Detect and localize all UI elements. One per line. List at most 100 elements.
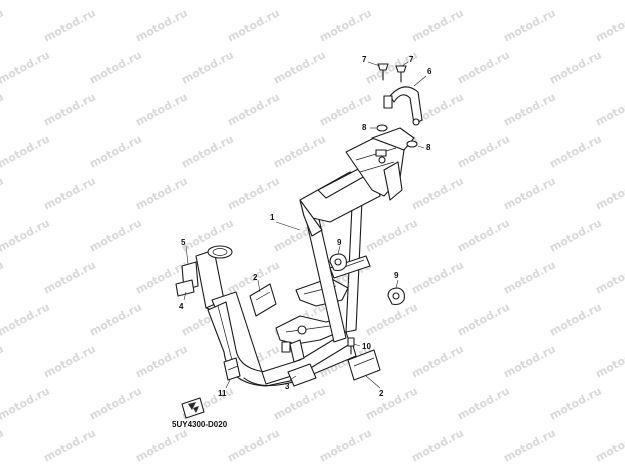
callout-11: 11 <box>218 389 227 398</box>
watermark-text: motod.ru <box>271 0 328 3</box>
watermark-text: motod.ru <box>593 426 625 464</box>
watermark-text: motod.ru <box>501 258 558 296</box>
watermark-text: motod.ru <box>0 300 52 338</box>
watermark-text: motod.ru <box>593 342 625 380</box>
watermark-text: motod.ru <box>133 426 190 464</box>
callout-4: 4 <box>179 302 184 311</box>
watermark-text: motod.ru <box>87 132 144 170</box>
watermark-text: motod.ru <box>41 342 98 380</box>
watermark-text: motod.ru <box>547 48 604 86</box>
watermark-text: motod.ru <box>271 132 328 170</box>
stay-11 <box>223 357 241 381</box>
watermark-text: motod.ru <box>0 90 6 128</box>
plate-3 <box>287 363 317 387</box>
callout-6: 6 <box>427 67 432 76</box>
watermark-text: motod.ru <box>501 426 558 464</box>
callout-9-right: 9 <box>394 271 399 280</box>
grab-bar <box>383 86 423 126</box>
watermark-text: motod.ru <box>501 6 558 44</box>
watermark-text: motod.ru <box>547 0 604 3</box>
watermark-text: motod.ru <box>0 174 6 212</box>
bolt-10 <box>347 337 355 355</box>
watermark-text: motod.ru <box>87 300 144 338</box>
watermark-text: motod.ru <box>593 258 625 296</box>
callout-1: 1 <box>270 213 275 222</box>
watermark-text: motod.ru <box>41 174 98 212</box>
watermark-text: motod.ru <box>179 132 236 170</box>
callouts: 1 2 2 3 4 5 6 7 7 8 8 9 9 10 11 <box>179 55 432 398</box>
watermark-text: motod.ru <box>363 0 420 3</box>
watermark-text: motod.ru <box>409 258 466 296</box>
watermark-text: motod.ru <box>317 426 374 464</box>
diagram-code: 5UY4300-D020 <box>172 420 228 429</box>
watermark-text: motod.ru <box>41 426 98 464</box>
pad-2-lower <box>347 349 381 381</box>
rear-upright-rails <box>303 199 371 343</box>
watermark-text: motod.ru <box>363 300 420 338</box>
rubber-dampers-8 <box>376 124 418 148</box>
watermark-text: motod.ru <box>455 48 512 86</box>
watermark-text: motod.ru <box>41 90 98 128</box>
watermark-text: motod.ru <box>409 342 466 380</box>
callout-7-right: 7 <box>409 55 414 64</box>
watermark-text: motod.ru <box>271 384 328 422</box>
callout-5: 5 <box>181 238 186 247</box>
watermark-text: motod.ru <box>547 132 604 170</box>
callout-8-left: 8 <box>362 123 367 132</box>
leader-lines <box>183 61 427 389</box>
pad-2-upper <box>249 283 277 317</box>
watermark-text: motod.ru <box>501 90 558 128</box>
watermark-text: motod.ru <box>593 6 625 44</box>
watermark-text: motod.ru <box>409 174 466 212</box>
watermark-text: motod.ru <box>501 342 558 380</box>
watermark-text: motod.ru <box>87 0 144 3</box>
callout-8-right: 8 <box>426 143 431 152</box>
watermark-text: motod.ru <box>593 174 625 212</box>
callout-3: 3 <box>285 382 290 391</box>
watermark-text: motod.ru <box>87 384 144 422</box>
watermark-text: motod.ru <box>455 216 512 254</box>
watermark-text: motod.ru <box>409 6 466 44</box>
watermark-text: motod.ru <box>409 426 466 464</box>
callout-2-upper: 2 <box>253 273 258 282</box>
watermark-text: motod.ru <box>0 6 6 44</box>
watermark-text: motod.ru <box>133 90 190 128</box>
watermark-text: motod.ru <box>133 6 190 44</box>
watermark-text: motod.ru <box>0 48 52 86</box>
watermark-text: motod.ru <box>455 132 512 170</box>
watermark-text: motod.ru <box>547 216 604 254</box>
callout-9-left: 9 <box>337 238 342 247</box>
mount-bushings-9 <box>329 253 405 306</box>
watermark-text: motod.ru <box>225 6 282 44</box>
watermark-text: motod.ru <box>0 132 52 170</box>
watermark-text: motod.ru <box>225 174 282 212</box>
watermark-text: motod.ru <box>317 6 374 44</box>
watermark-text: motod.ru <box>0 342 6 380</box>
watermark-text: motod.ru <box>87 216 144 254</box>
watermark-text: motod.ru <box>225 426 282 464</box>
watermark-text: motod.ru <box>0 258 6 296</box>
watermark-text: motod.ru <box>363 216 420 254</box>
cover-plates-4-5 <box>175 261 199 297</box>
watermark-text: motod.ru <box>179 0 236 3</box>
watermark-text: motod.ru <box>133 174 190 212</box>
watermark-text: motod.ru <box>455 300 512 338</box>
watermark-text: motod.ru <box>501 174 558 212</box>
watermark-text: motod.ru <box>41 258 98 296</box>
watermark-text: motod.ru <box>225 90 282 128</box>
watermark-text: motod.ru <box>87 48 144 86</box>
watermark-text: motod.ru <box>0 216 52 254</box>
callout-2-lower: 2 <box>379 389 384 398</box>
watermark-text: motod.ru <box>179 48 236 86</box>
callout-7-left: 7 <box>362 55 367 64</box>
watermark-text: motod.ru <box>0 0 52 3</box>
direction-arrow-icon <box>181 397 205 419</box>
watermark-text: motod.ru <box>593 90 625 128</box>
watermark-text: motod.ru <box>547 300 604 338</box>
watermark-text: motod.ru <box>363 384 420 422</box>
watermark-text: motod.ru <box>455 384 512 422</box>
watermark-text: motod.ru <box>0 384 52 422</box>
watermark-text: motod.ru <box>455 0 512 3</box>
main-frame-drawing <box>175 63 423 419</box>
